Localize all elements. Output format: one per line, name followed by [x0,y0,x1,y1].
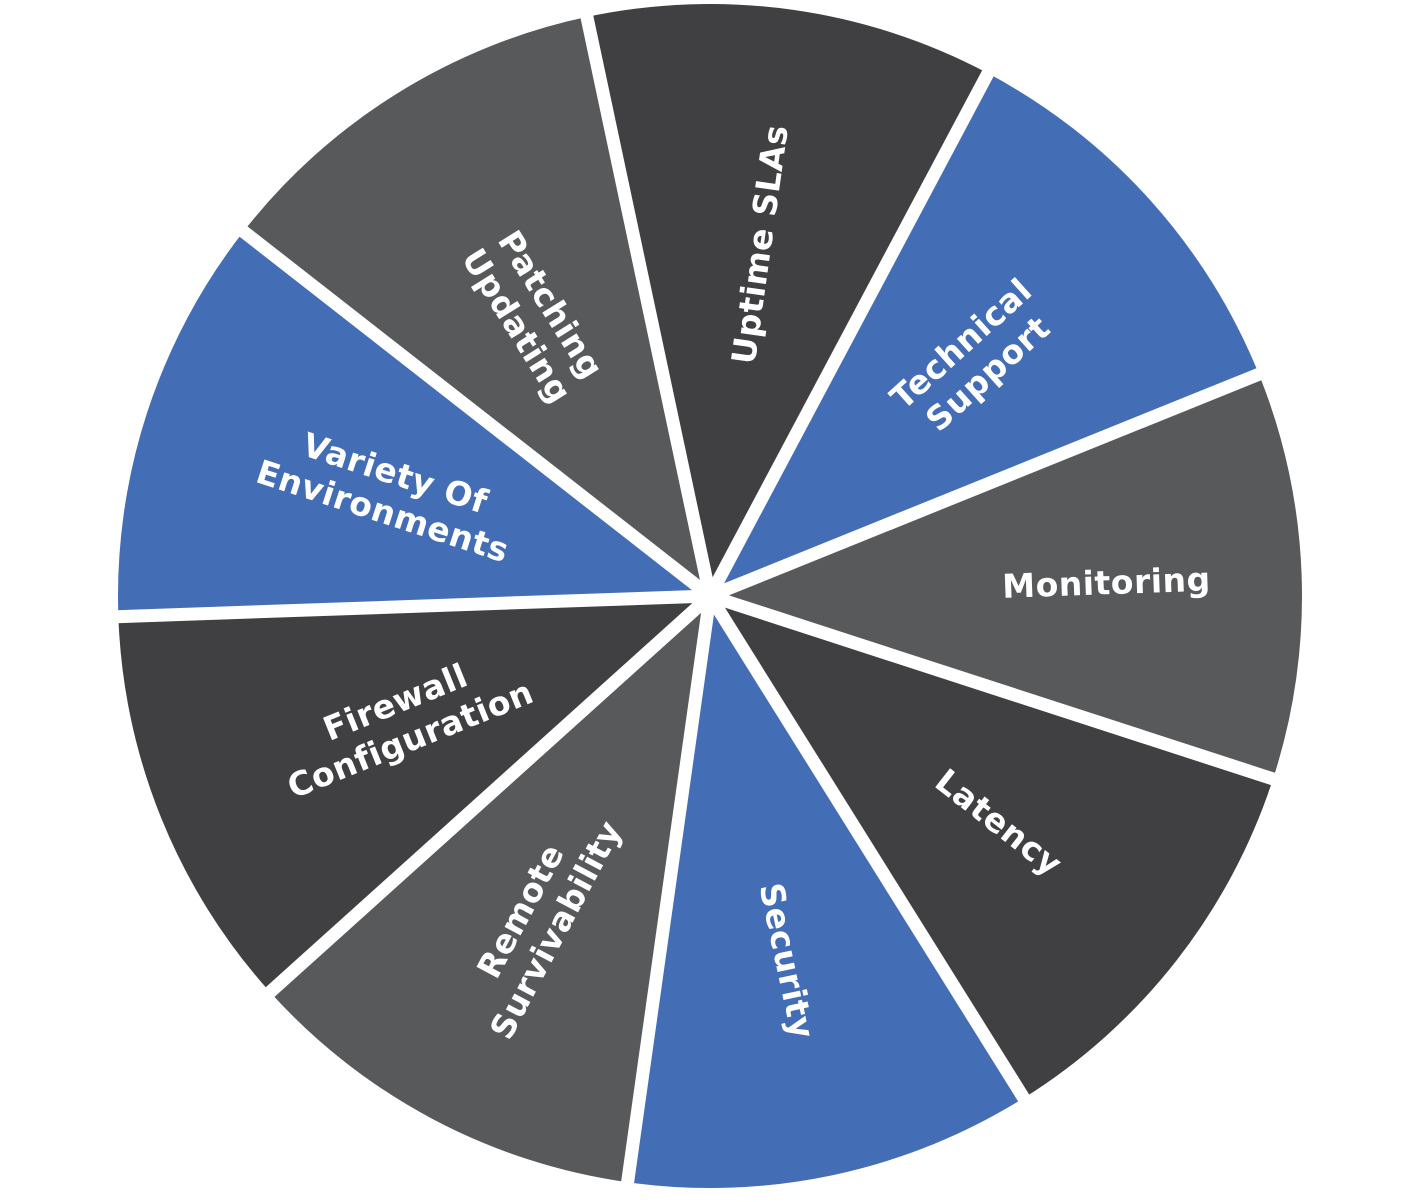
slice-separator [620,595,717,1190]
wheel-slice [118,596,710,993]
slice-label-line: Monitoring [1002,560,1212,606]
slice-separator [707,589,1281,787]
wheel-slice [627,596,1024,1188]
slice-separator [704,592,1033,1107]
slice-separator [112,589,711,624]
slice-separator [707,365,1267,603]
slice-separator [704,64,997,600]
wheel-hub [696,582,724,610]
wheel-slice [586,3,988,596]
wheel-slice [710,73,1259,596]
wheel-slice [118,231,711,617]
wheel-slice [710,596,1274,1099]
slice-separator [261,591,715,1001]
wheel-slice [710,374,1303,779]
slice-label: Monitoring [1002,560,1212,606]
slice-separator [579,9,717,598]
slice-separator [234,222,715,602]
wheel-slice [270,596,710,1183]
wheel-slice [243,16,711,596]
slice-label-text: Monitoring [1002,560,1212,606]
wheel-separators [112,9,1281,1190]
wheel-slices [118,3,1303,1188]
